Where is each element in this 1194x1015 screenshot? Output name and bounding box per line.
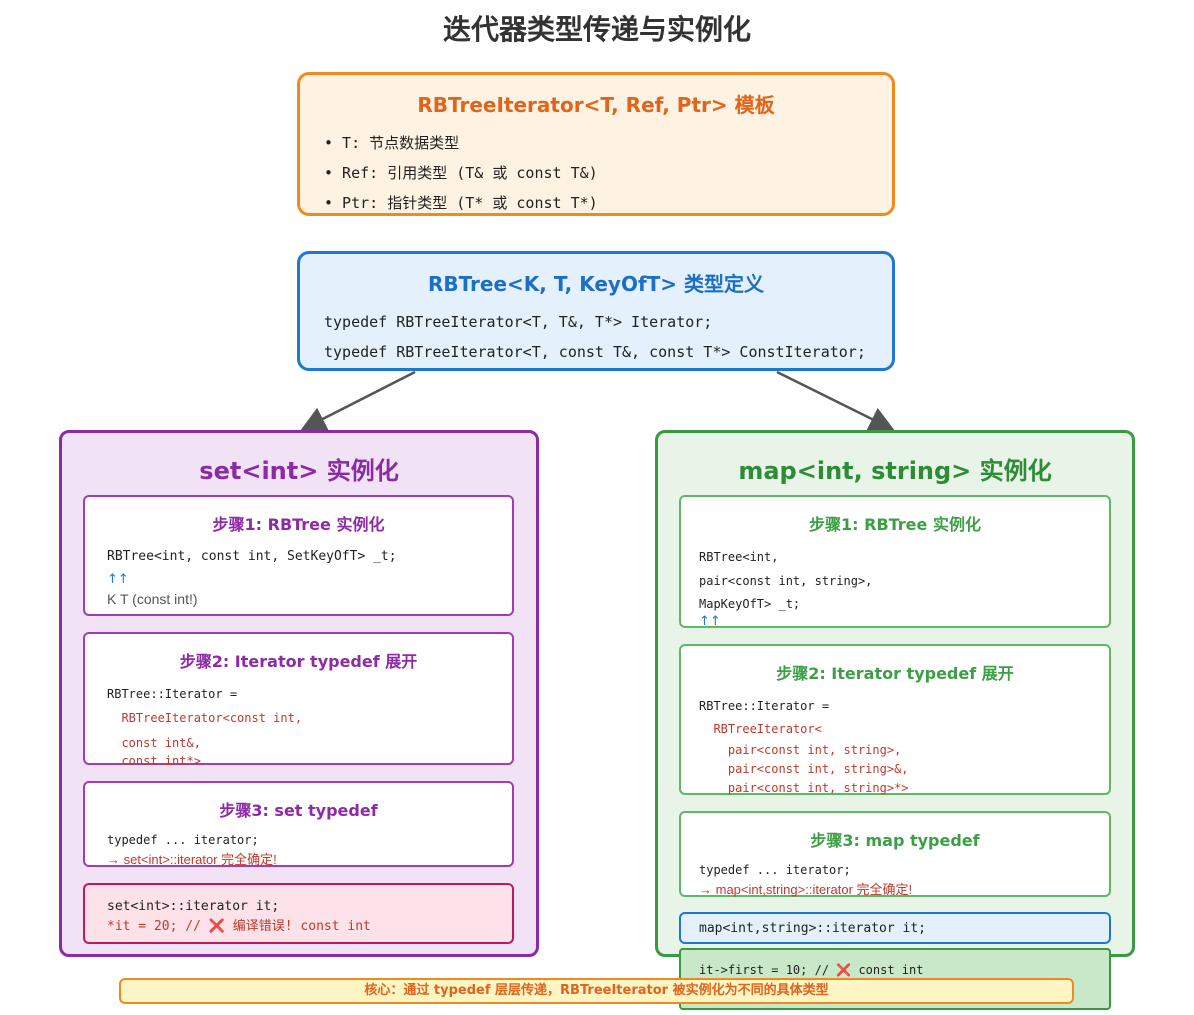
- map-error-text: const int: [851, 963, 924, 977]
- set-panel-title: set<int> 实例化: [199, 457, 399, 485]
- map-panel-title: map<int, string> 实例化: [738, 457, 1052, 485]
- typedef-const-iterator: typedef RBTreeIterator<T, const T&, cons…: [324, 343, 866, 361]
- rbtree-box: RBTree<K, T, KeyOfT> 类型定义 typedef RBTree…: [297, 251, 895, 371]
- bullet-t: • T: 节点数据类型: [324, 134, 460, 152]
- set-step2-line3: const int&,: [107, 736, 201, 750]
- map-info-code: map<int,string>::iterator it;: [699, 921, 926, 936]
- typedef-iterator: typedef RBTreeIterator<T, T&, T*> Iterat…: [324, 313, 713, 331]
- map-step2-line2: RBTreeIterator<: [699, 722, 822, 736]
- map-step3-title: 步骤3: map typedef: [810, 831, 980, 850]
- core-note: 核心：通过 typedef 层层传递，RBTreeIterator 被实例化为不…: [119, 978, 1074, 1004]
- map-step1-arrows: ↑↑: [699, 614, 721, 629]
- set-step2-line1: RBTree::Iterator =: [107, 687, 238, 701]
- set-error-code: *it = 20; //: [107, 919, 209, 934]
- map-step3: 步骤3: map typedef typedef ... iterator; →…: [679, 811, 1111, 897]
- diagram-title: 迭代器类型传递与实例化: [442, 13, 751, 46]
- map-step2-line1: RBTree::Iterator =: [699, 699, 830, 713]
- set-step3-code: typedef ... iterator;: [107, 833, 259, 847]
- cross-icon: ❌: [208, 919, 225, 934]
- map-step1: 步骤1: RBTree 实例化 RBTree<int, pair<const i…: [679, 495, 1111, 629]
- map-step2-line4: pair<const int, string>&,: [699, 762, 909, 776]
- arrow-to-set: [300, 370, 416, 431]
- cross-icon: ❌: [836, 963, 852, 977]
- set-step1-arrows: ↑↑: [107, 572, 129, 587]
- template-box-title: RBTreeIterator<T, Ref, Ptr> 模板: [417, 93, 775, 117]
- bullet-ref: • Ref: 引用类型 (T& 或 const T&): [324, 164, 598, 182]
- set-step2-line4: const int*>: [107, 754, 201, 768]
- map-step2-line3: pair<const int, string>,: [699, 743, 902, 757]
- set-error-box: set<int>::iterator it; *it = 20; // ❌ 编译…: [83, 883, 514, 944]
- set-error-line2: *it = 20; // ❌ 编译错误! const int: [107, 917, 490, 937]
- set-step3-note: → set<int>::iterator 完全确定!: [107, 852, 277, 867]
- set-step1-title: 步骤1: RBTree 实例化: [212, 515, 385, 534]
- set-step3-title: 步骤3: set typedef: [219, 801, 378, 820]
- rbtree-box-title: RBTree<K, T, KeyOfT> 类型定义: [427, 272, 765, 296]
- set-step2-title: 步骤2: Iterator typedef 展开: [179, 652, 418, 671]
- map-step1-title: 步骤1: RBTree 实例化: [809, 515, 981, 534]
- template-box: RBTreeIterator<T, Ref, Ptr> 模板 • T: 节点数据…: [297, 72, 895, 216]
- map-step1-line3: MapKeyOfT> _t;: [699, 597, 801, 611]
- set-step1-note: K T (const int!): [107, 591, 198, 607]
- set-step1-code: RBTree<int, const int, SetKeyOfT> _t;: [107, 549, 397, 564]
- set-step3: 步骤3: set typedef typedef ... iterator; →…: [83, 781, 514, 867]
- map-step2-line5: pair<const int, string>*>: [699, 781, 909, 795]
- map-step1-line1: RBTree<int,: [699, 550, 779, 564]
- map-step2: 步骤2: Iterator typedef 展开 RBTree::Iterato…: [679, 644, 1111, 795]
- set-error-text: 编译错误! const int: [224, 919, 371, 934]
- map-error-line: it->first = 10; // ❌ const int: [699, 959, 1091, 981]
- bullet-ptr: • Ptr: 指针类型 (T* 或 const T*): [324, 194, 598, 212]
- map-step2-title: 步骤2: Iterator typedef 展开: [776, 664, 1014, 683]
- set-step1: 步骤1: RBTree 实例化 RBTree<int, const int, S…: [83, 495, 514, 616]
- map-step3-note: → map<int,string>::iterator 完全确定!: [699, 882, 913, 897]
- set-error-line1: set<int>::iterator it;: [107, 899, 280, 914]
- set-step2-line2: RBTreeIterator<const int,: [107, 711, 303, 725]
- template-bullets: • T: 节点数据类型 • Ref: 引用类型 (T& 或 const T&) …: [324, 128, 892, 218]
- map-info-box: map<int,string>::iterator it;: [679, 912, 1111, 944]
- set-step2: 步骤2: Iterator typedef 展开 RBTree::Iterato…: [83, 632, 514, 768]
- map-step3-code: typedef ... iterator;: [699, 863, 851, 877]
- arrow-to-map: [776, 370, 895, 431]
- map-error-code: it->first = 10; //: [699, 963, 837, 977]
- map-step1-line2: pair<const int, string>,: [699, 574, 873, 588]
- rbtree-typedefs: typedef RBTreeIterator<T, T&, T*> Iterat…: [324, 307, 892, 367]
